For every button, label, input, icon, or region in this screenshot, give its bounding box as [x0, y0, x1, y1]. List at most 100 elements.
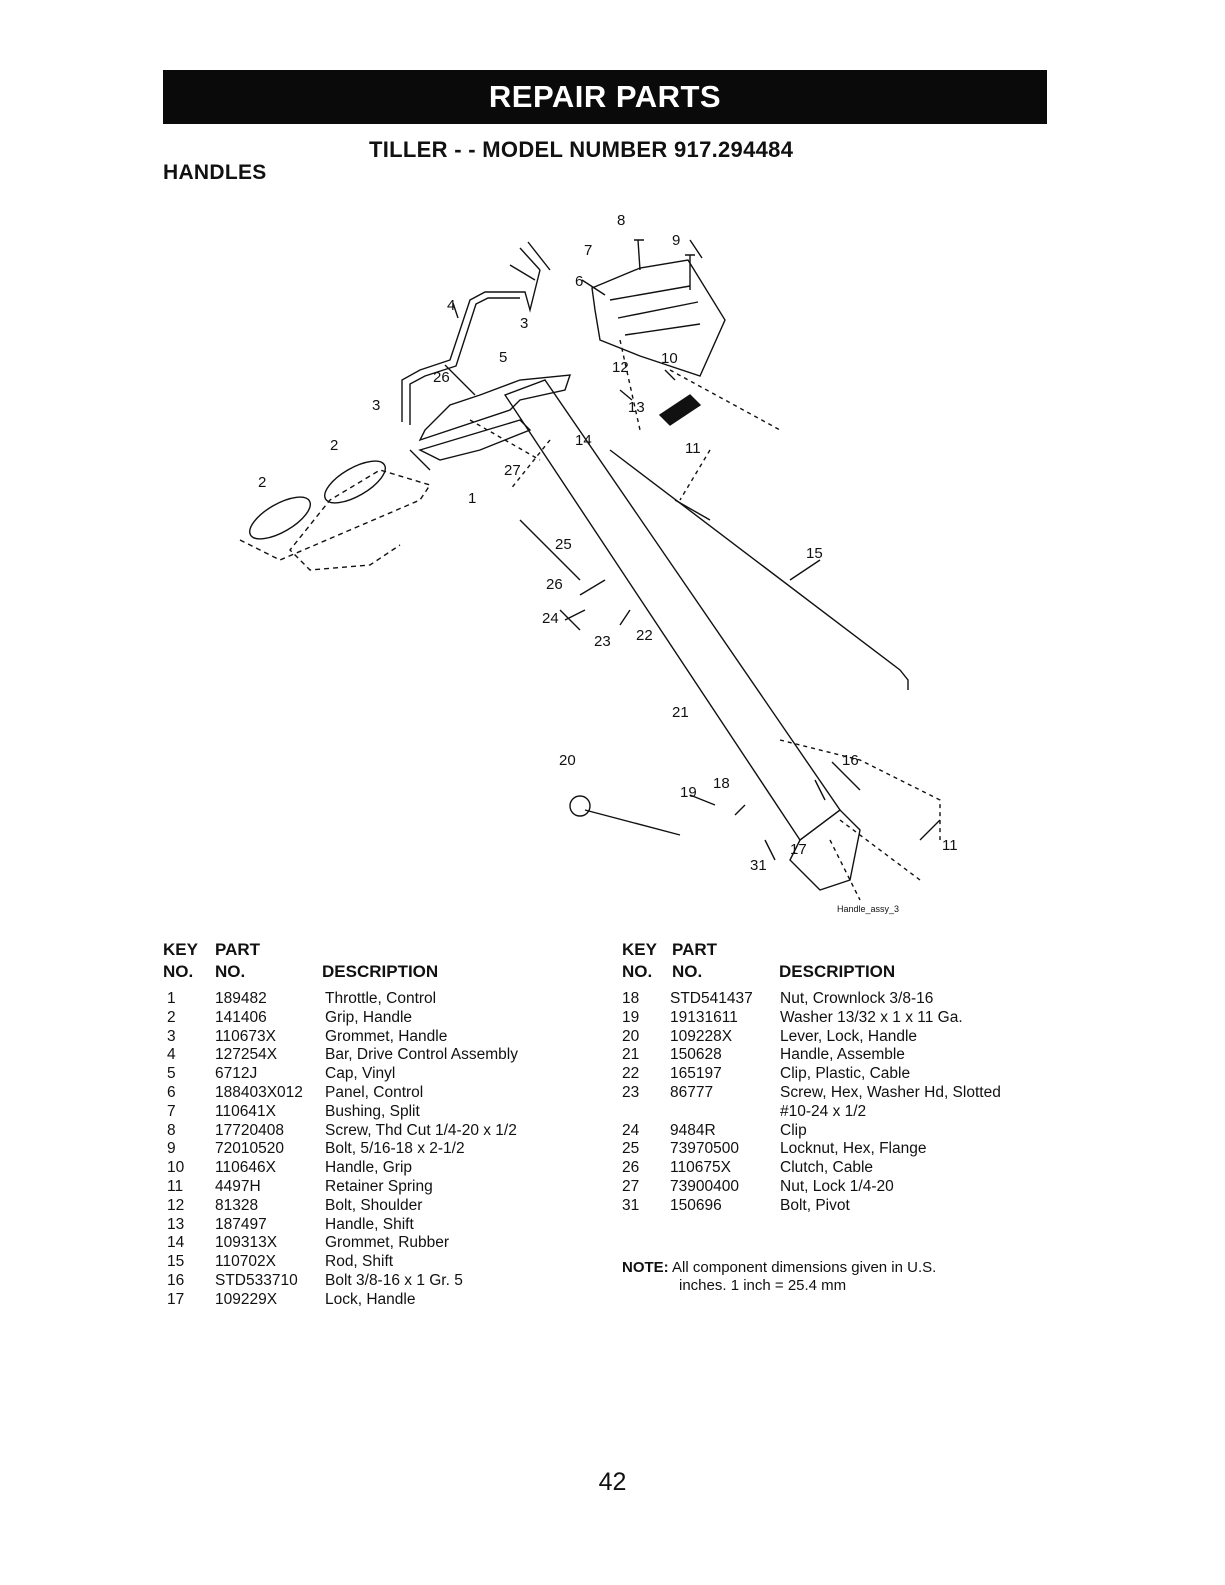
part-number: 9484R: [670, 1121, 716, 1139]
part-number: 81328: [215, 1196, 259, 1214]
part-number: 110702X: [215, 1253, 276, 1271]
callout: 15: [806, 545, 823, 562]
callout: 11: [685, 440, 701, 457]
key-number: 5: [167, 1065, 176, 1083]
key-number: 20: [622, 1027, 640, 1045]
part-number: 72010520: [215, 1140, 284, 1158]
left-key-header: KEY: [163, 940, 198, 959]
handle-frame-shape: [418, 374, 572, 442]
key-number: 21: [622, 1046, 640, 1064]
right-key-header: KEY: [622, 940, 657, 959]
part-number: 187497: [215, 1215, 267, 1233]
grip-shape-upper: [324, 460, 386, 504]
callout: 2: [258, 474, 266, 491]
callout: 2: [330, 437, 338, 454]
key-number: 6: [167, 1083, 176, 1101]
part-number: 19131611: [670, 1008, 738, 1026]
part-number: 150628: [670, 1046, 722, 1064]
model-title: TILLER - - MODEL NUMBER 917.294484: [369, 137, 794, 162]
callout: 26: [546, 576, 563, 593]
repair-parts-banner: REPAIR PARTS: [163, 70, 1047, 124]
note-label: NOTE:: [622, 1259, 669, 1276]
callout: 4: [447, 297, 455, 314]
callout: 3: [520, 315, 528, 332]
part-description: Rod, Shift: [325, 1253, 394, 1271]
part-description: Grommet, Handle: [325, 1027, 448, 1045]
part-number: 110675X: [670, 1159, 731, 1177]
callout: 26: [433, 369, 450, 386]
part-row: 25 73970500 Locknut, Hex, Flange: [622, 1140, 1001, 1159]
key-number: 13: [167, 1215, 185, 1233]
part-number: 141406: [215, 1008, 267, 1026]
part-number: 109229X: [215, 1290, 278, 1308]
key-number: 3: [167, 1027, 176, 1045]
part-description: Screw, Hex, Washer Hd, Slotted: [780, 1083, 1001, 1101]
part-description: Bushing, Split: [325, 1102, 420, 1120]
callout: 20: [559, 752, 576, 769]
right-description-header: DESCRIPTION: [779, 962, 896, 981]
bolt-8-shape: [634, 239, 644, 271]
left-no-header: NO.: [163, 962, 194, 981]
callout: 23: [594, 633, 611, 650]
callout: 21: [672, 704, 689, 721]
key-number: 31: [622, 1196, 640, 1214]
part-description: Bolt, Shoulder: [325, 1196, 423, 1214]
page-number: 42: [598, 1468, 627, 1496]
key-number: 23: [622, 1083, 640, 1101]
note-line-1: All component dimensions given in U.S.: [672, 1259, 937, 1276]
callout: 31: [750, 857, 767, 874]
callout: 25: [555, 536, 572, 553]
key-number: 1: [167, 990, 176, 1007]
part-number: 165197: [670, 1065, 722, 1083]
shift-grip-shape: [658, 394, 702, 426]
callout: 19: [680, 784, 697, 801]
callout: 9: [672, 232, 680, 249]
callout: 1: [468, 490, 476, 507]
part-description: Bolt, 5/16-18 x 2-1/2: [325, 1140, 465, 1158]
part-number: 73970500: [670, 1140, 739, 1158]
part-description: #10-24 x 1/2: [780, 1102, 867, 1120]
part-description: Lock, Handle: [325, 1290, 416, 1308]
key-number: 17: [167, 1290, 185, 1308]
part-row: 17 109229X Lock, Handle: [167, 1291, 518, 1310]
part-description: Clip, Plastic, Cable: [780, 1065, 911, 1083]
handle-assembly-diagram: 8 7 9 6 4 3 5 26 10 3 12 13 14 2 11 27 2…: [239, 212, 958, 914]
part-description: Locknut, Hex, Flange: [780, 1140, 927, 1158]
key-number: 25: [622, 1140, 640, 1158]
callout: 24: [542, 610, 559, 627]
part-description: Clutch, Cable: [780, 1159, 874, 1177]
part-number: 150696: [670, 1196, 722, 1214]
part-description: Clip: [780, 1121, 807, 1139]
part-number: 110673X: [215, 1027, 276, 1045]
part-description: Throttle, Control: [325, 990, 437, 1007]
callout: 3: [372, 397, 380, 414]
callout: 13: [628, 399, 645, 416]
key-number: 9: [167, 1140, 176, 1158]
key-number: 26: [622, 1159, 640, 1177]
callout: 18: [713, 775, 730, 792]
key-number: 27: [622, 1177, 640, 1195]
callout: 12: [612, 359, 629, 376]
control-panel-shape: [591, 259, 726, 377]
dimension-note: NOTE: All component dimensions given in …: [622, 1259, 1042, 1295]
part-number: 6712J: [215, 1065, 258, 1083]
part-description: Grip, Handle: [325, 1008, 413, 1026]
part-number: 110641X: [215, 1102, 276, 1120]
key-number: 14: [167, 1234, 185, 1252]
note-line-2: inches. 1 inch = 25.4 mm: [679, 1277, 847, 1294]
part-number: 86777: [670, 1083, 714, 1101]
part-number: 109228X: [670, 1027, 733, 1045]
key-number: 11: [167, 1177, 184, 1195]
